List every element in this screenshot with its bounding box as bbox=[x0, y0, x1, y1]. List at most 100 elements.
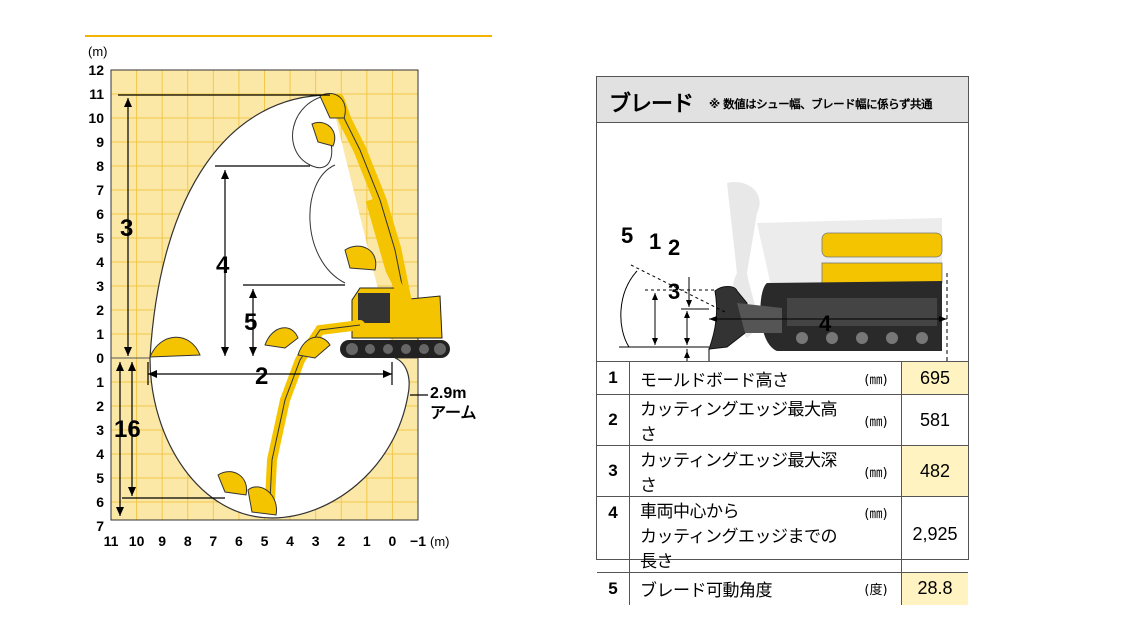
row-value: 2,925 bbox=[901, 496, 968, 573]
track-side bbox=[787, 298, 937, 326]
x-tick-label: 7 bbox=[209, 533, 217, 549]
y-tick-label: 8 bbox=[96, 158, 104, 174]
row-label-line-2: カッティングエッジまでの長さ bbox=[640, 527, 837, 572]
y-tick-label: 4 bbox=[96, 254, 104, 270]
fig-label-3: 3 bbox=[668, 279, 681, 304]
table-row: 2 カッティングエッジ最大高さ (㎜) 581 bbox=[597, 394, 968, 446]
dimension-lines bbox=[118, 94, 428, 516]
row-label: 車両中心から カッティングエッジまでの長さ bbox=[629, 496, 851, 573]
row-label: カッティングエッジ最大深さ bbox=[629, 445, 851, 497]
row-label: ブレード可動角度 bbox=[629, 572, 851, 605]
dim-label-5: 5 bbox=[244, 309, 257, 336]
x-tick-label: 1 bbox=[363, 533, 371, 549]
arm-mid bbox=[365, 198, 410, 303]
top-accent-line bbox=[85, 35, 492, 37]
blade-spec-table: 1 モールドボード高さ (㎜) 695 2 カッティングエッジ最大高さ (㎜) … bbox=[597, 361, 968, 605]
blade-figure bbox=[619, 182, 948, 361]
blade-note: ※ 数値はシュー幅、ブレード幅に係らず共通 bbox=[709, 97, 932, 111]
row-value: 581 bbox=[901, 394, 968, 446]
dim-label-16: 16 bbox=[114, 416, 141, 443]
y-tick-label: 6 bbox=[96, 494, 104, 510]
blade-title: ブレード bbox=[609, 92, 694, 117]
y-tick-label: 0 bbox=[96, 350, 104, 366]
bucket-ground-near bbox=[264, 327, 299, 349]
row-value: 28.8 bbox=[901, 572, 968, 605]
x-tick-label: 2 bbox=[337, 533, 345, 549]
table-row: 5 ブレード可動角度 (度) 28.8 bbox=[597, 572, 968, 605]
x-tick-label: 10 bbox=[129, 533, 145, 549]
bucket-top-2 bbox=[311, 122, 336, 147]
y-tick-label: 10 bbox=[88, 110, 104, 126]
table-row: 1 モールドボード高さ (㎜) 695 bbox=[597, 361, 968, 395]
row-number: 5 bbox=[597, 572, 630, 605]
x-tick-label: 3 bbox=[312, 533, 320, 549]
row-number: 3 bbox=[597, 445, 630, 497]
bucket-top bbox=[319, 93, 346, 119]
x-tick-label: 6 bbox=[235, 533, 243, 549]
y-tick-label: 5 bbox=[96, 230, 104, 246]
row-label-line-1: 車両中心から bbox=[640, 502, 740, 522]
fig-label-4: 4 bbox=[819, 311, 832, 336]
x-tick-label: 9 bbox=[158, 533, 166, 549]
y-tick-label: 1 bbox=[96, 374, 104, 390]
row-label: モールドボード高さ bbox=[629, 361, 851, 395]
x-tick-label: 8 bbox=[184, 533, 192, 549]
grid-frame bbox=[110, 69, 419, 521]
dim-label-3: 3 bbox=[120, 215, 133, 242]
y-tick-label: 1 bbox=[96, 326, 104, 342]
row-number: 2 bbox=[597, 394, 630, 446]
y-tick-label: 2 bbox=[96, 398, 104, 414]
row-number: 1 bbox=[597, 361, 630, 395]
y-tick-label: 11 bbox=[89, 86, 104, 102]
working-range-diagram: 3 4 5 2 16 2.9m アーム (m) (m) 121110987654… bbox=[88, 44, 477, 549]
y-tick-label: 7 bbox=[96, 518, 104, 534]
blade-panel: ブレード ※ 数値はシュー幅、ブレード幅に係らず共通 bbox=[596, 76, 969, 605]
blade-arrowheads bbox=[652, 293, 690, 358]
table-row: 4 車両中心から カッティングエッジまでの長さ (㎜) 2,925 bbox=[597, 496, 968, 573]
y-tick-label: 6 bbox=[96, 206, 104, 222]
blade-arm bbox=[737, 303, 782, 333]
y-tick-label: 9 bbox=[96, 134, 104, 150]
x-tick-label: −1 bbox=[410, 533, 426, 549]
x-tick-label: 11 bbox=[104, 533, 119, 549]
track-rollers bbox=[346, 343, 446, 355]
fig-label-1: 1 bbox=[649, 229, 662, 254]
row-unit: (㎜) bbox=[851, 445, 902, 497]
upper-yellow-body bbox=[821, 232, 943, 258]
row-unit: (㎜) bbox=[851, 496, 902, 573]
fig-label-5: 5 bbox=[621, 223, 634, 248]
bucket-mid bbox=[344, 245, 377, 271]
arm-type-label: アーム bbox=[430, 405, 477, 422]
y-tick-label: 7 bbox=[96, 182, 104, 198]
length-dimension bbox=[681, 277, 947, 320]
row-value: 695 bbox=[901, 361, 968, 395]
x-axis-unit: (m) bbox=[430, 534, 450, 549]
reach-envelope bbox=[149, 94, 410, 519]
cab-window bbox=[358, 293, 390, 323]
bucket-low-2 bbox=[217, 471, 248, 496]
row-unit: (度) bbox=[851, 572, 902, 605]
x-tick-label: 0 bbox=[389, 533, 397, 549]
blade-header: ブレード ※ 数値はシュー幅、ブレード幅に係らず共通 bbox=[597, 77, 968, 123]
blade-dimension-overlay bbox=[681, 277, 947, 322]
bucket-ground-near-2 bbox=[297, 336, 331, 359]
row-value: 482 bbox=[901, 445, 968, 497]
table-row: 3 カッティングエッジ最大深さ (㎜) 482 bbox=[597, 445, 968, 497]
x-tick-label: 4 bbox=[286, 533, 294, 549]
row-unit: (㎜) bbox=[851, 394, 902, 446]
bucket-low bbox=[247, 486, 277, 516]
bucket-ground-far bbox=[149, 336, 201, 358]
x-tick-label: 5 bbox=[261, 533, 269, 549]
length-arrowheads bbox=[686, 300, 947, 322]
y-tick-label: 2 bbox=[96, 302, 104, 318]
dimension-arrowheads bbox=[116, 98, 392, 516]
y-tick-label: 5 bbox=[96, 470, 104, 486]
y-tick-label: 12 bbox=[88, 62, 104, 78]
y-axis-unit: (m) bbox=[88, 44, 108, 59]
bucket-locus-top bbox=[292, 94, 333, 168]
arm-length-label: 2.9m bbox=[430, 385, 466, 402]
y-tick-label: 4 bbox=[96, 446, 104, 462]
dim-label-2: 2 bbox=[255, 363, 268, 390]
